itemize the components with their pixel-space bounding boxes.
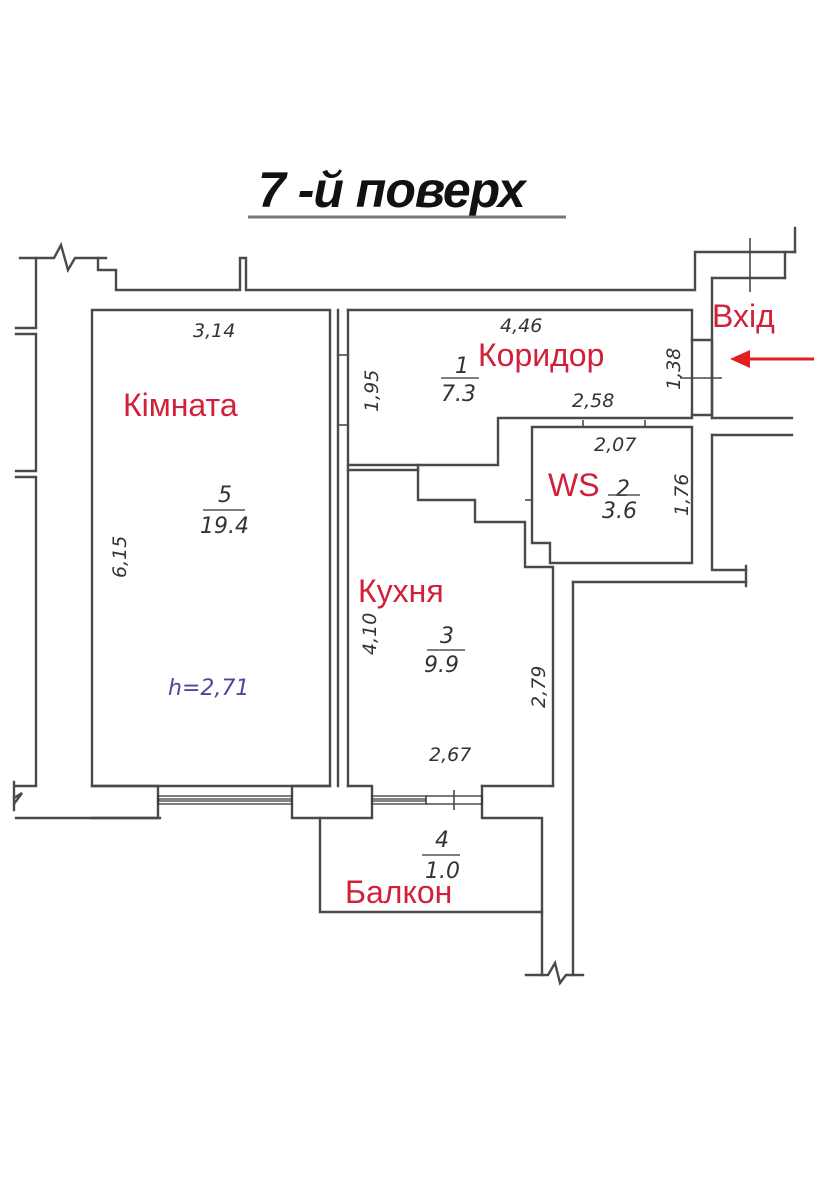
room-label: WS (548, 467, 600, 503)
room-number: 4 (435, 828, 449, 853)
room-ws: 2,07 1,76 WS 2 3.6 (548, 434, 693, 524)
room-label: Балкон (345, 874, 452, 910)
dim-right: 1,38 (663, 348, 685, 390)
room-area: 7.3 (441, 382, 476, 407)
room-area: 19.4 (200, 514, 249, 539)
interior-walls (318, 238, 794, 986)
plan-title: 7 -й поверх (248, 162, 566, 219)
room-kimnata: 3,14 6,15 Кімната 5 19.4 h=2,71 (109, 320, 249, 701)
room-korydor: 4,46 1,95 1,38 2,58 Коридор 1 7.3 (361, 315, 685, 412)
ceiling-height: h=2,71 (168, 676, 249, 701)
room-area: 1.0 (425, 859, 460, 884)
dim-left: 1,95 (361, 370, 383, 412)
room-label: Кімната (123, 387, 238, 423)
arrow-left-icon (730, 350, 814, 368)
room-label: Кухня (358, 573, 444, 609)
dim-right: 1,76 (671, 474, 693, 516)
room-number: 1 (455, 354, 469, 379)
break-line-icon (18, 241, 108, 274)
dim-bottom: 2,67 (429, 744, 471, 766)
room-area: 3.6 (602, 499, 637, 524)
dim-left: 4,10 (359, 613, 381, 655)
entrance-label: Вхід (712, 298, 775, 334)
dim-top: 4,46 (500, 315, 542, 337)
room-kukhnia: WS Кухня 4,10 2,79 2,67 3 9.9 (358, 573, 550, 766)
entrance: Вхід (712, 298, 814, 368)
dim-left: 6,15 (109, 536, 131, 578)
dim-top: 2,07 (594, 434, 636, 456)
dim-bottom: 2,58 (572, 390, 614, 412)
room-number: 3 (440, 624, 454, 649)
floor-title: 7 -й поверх (258, 162, 528, 218)
dim-top: 3,14 (193, 320, 235, 342)
room-label: Коридор (478, 337, 604, 373)
room-number: 5 (218, 483, 232, 508)
outer-walls (12, 226, 797, 820)
room-area: 9.9 (424, 653, 459, 678)
windows (157, 790, 483, 810)
room-balkon: 4 1.0 Балкон (345, 828, 460, 910)
dim-right: 2,79 (528, 666, 550, 708)
